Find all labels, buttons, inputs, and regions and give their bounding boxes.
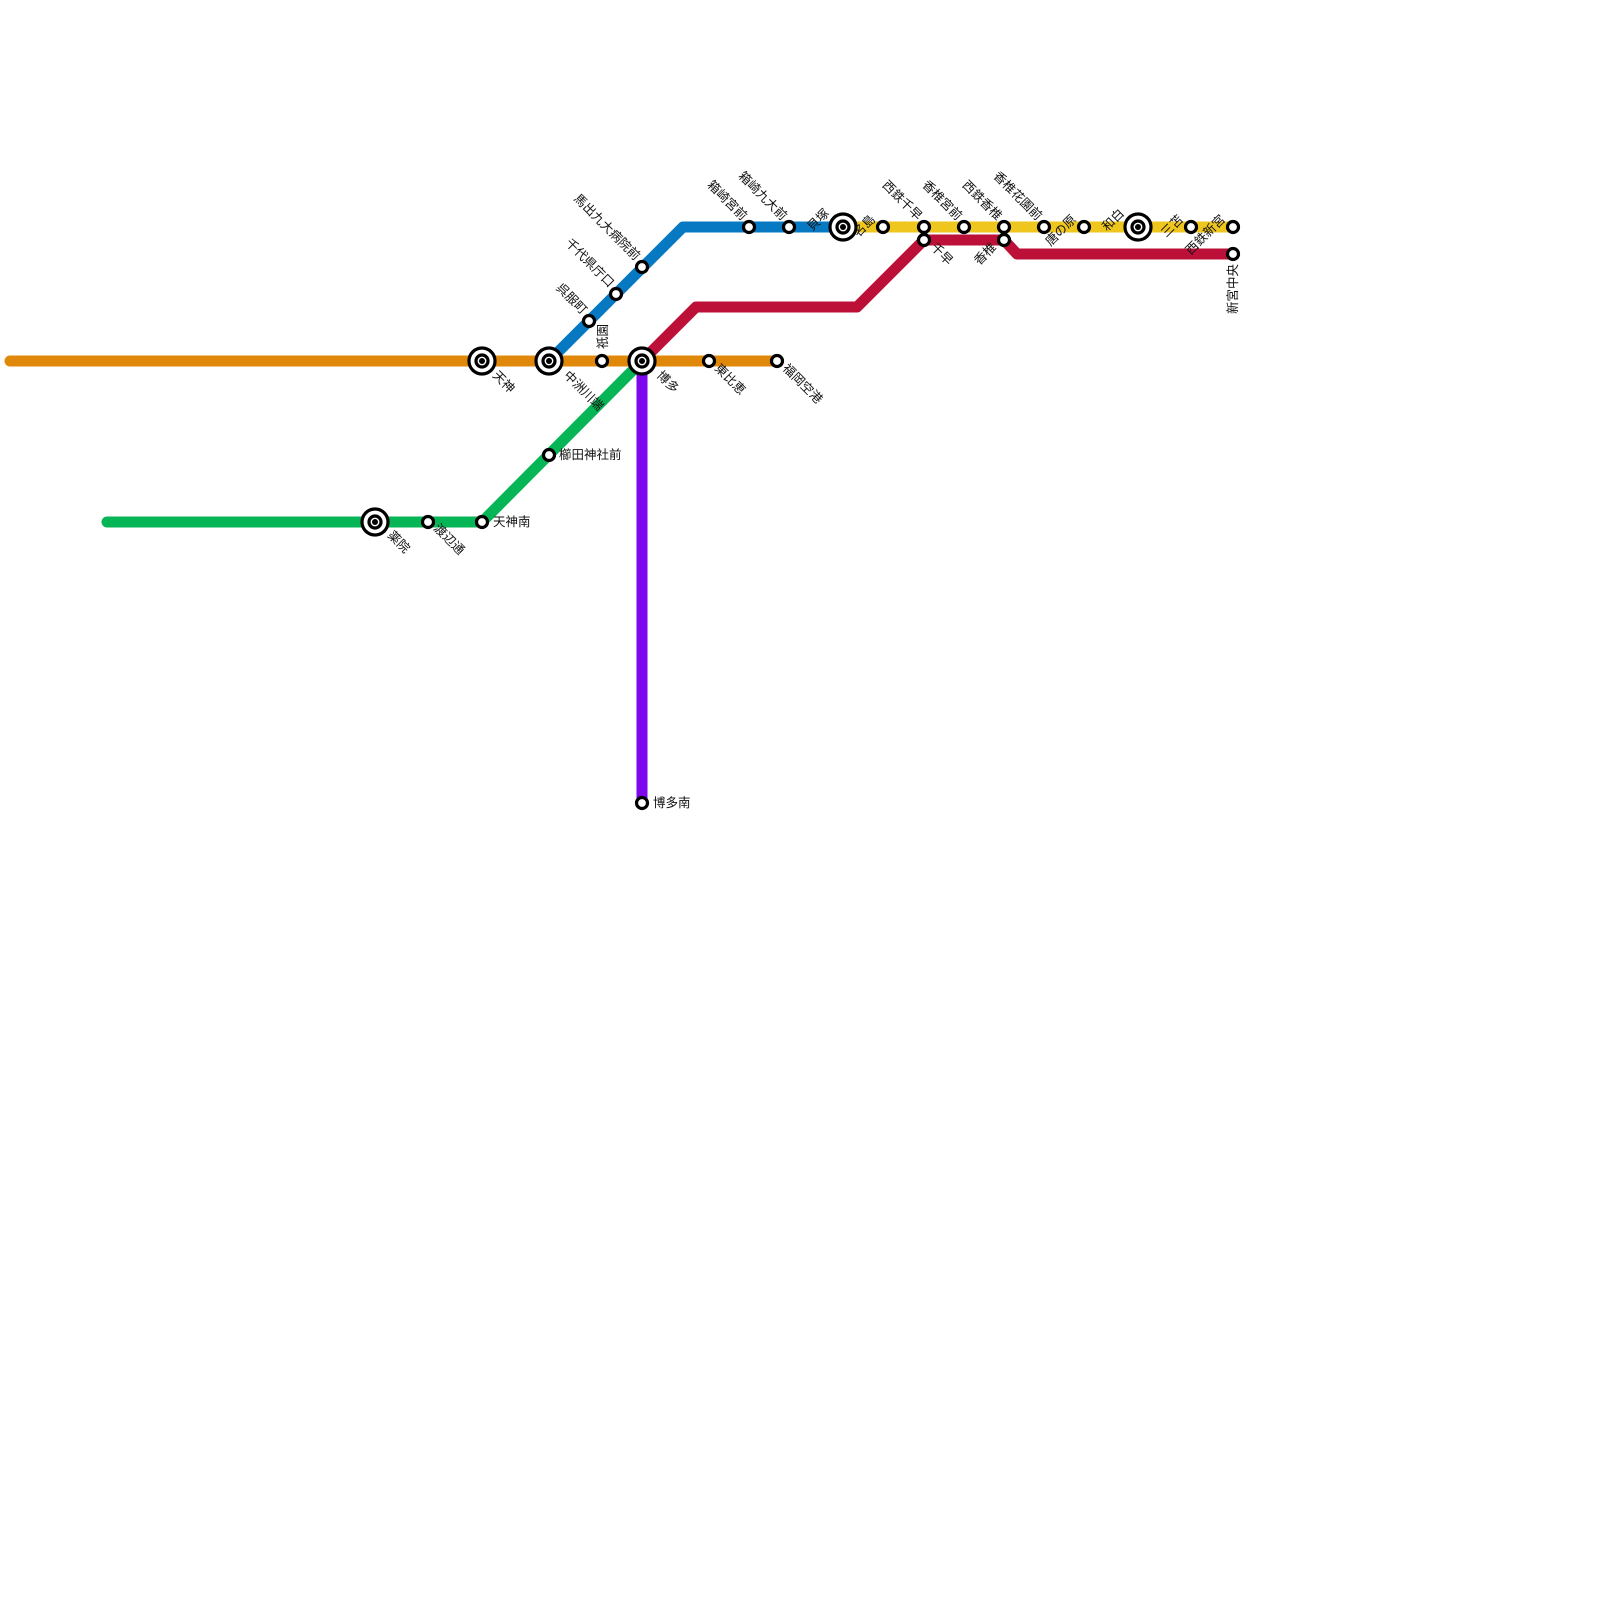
- station-shinguchuo[interactable]: 新宮中央: [1225, 246, 1241, 315]
- station-label: 千代県庁口: [563, 235, 618, 290]
- station-tenjinminami[interactable]: 天神南: [474, 514, 531, 530]
- station-kushida[interactable]: 櫛田神社前: [541, 447, 622, 463]
- station-label: 天神: [490, 368, 518, 396]
- station-mitoma[interactable]: 三苫: [1158, 212, 1199, 240]
- route-lines: [4, 221, 1239, 809]
- station-label: 薬院: [385, 528, 414, 557]
- station-gion[interactable]: 祇園: [594, 324, 610, 369]
- station-markers: 天神 中洲川端 祇園 博多 東比恵 福岡空港: [360, 168, 1241, 811]
- station-label: 新宮中央: [1225, 264, 1240, 315]
- station-gofukumachi[interactable]: 呉服町: [553, 280, 597, 329]
- station-najima[interactable]: 名島: [850, 212, 891, 240]
- route-hakozaki: [543, 221, 849, 367]
- station-karenohara[interactable]: 唐の原: [1042, 212, 1092, 249]
- station-wajiro[interactable]: 和白: [1099, 206, 1153, 242]
- station-label: 香椎宮前: [920, 177, 966, 223]
- station-label: 福岡空港: [780, 361, 826, 407]
- station-kaizuka[interactable]: 貝塚: [804, 205, 858, 242]
- station-label: 博多南: [653, 795, 691, 810]
- route-nanakuma: [101, 355, 648, 528]
- station-label: 櫛田神社前: [559, 447, 622, 462]
- station-label: 天神南: [493, 514, 531, 529]
- station-label: 呉服町: [553, 280, 590, 317]
- station-label: 西鉄千早: [880, 177, 926, 223]
- station-hakataminami[interactable]: 博多南: [634, 795, 691, 811]
- station-label: 中洲川端: [561, 368, 607, 414]
- station-label: 祇園: [595, 324, 610, 349]
- station-yakuin[interactable]: 薬院: [360, 507, 414, 557]
- station-fukuokakuko[interactable]: 福岡空港: [769, 353, 827, 407]
- station-label: 博多: [654, 368, 682, 396]
- station-label: 三苫: [1158, 212, 1186, 240]
- station-tenjin[interactable]: 天神: [467, 346, 518, 396]
